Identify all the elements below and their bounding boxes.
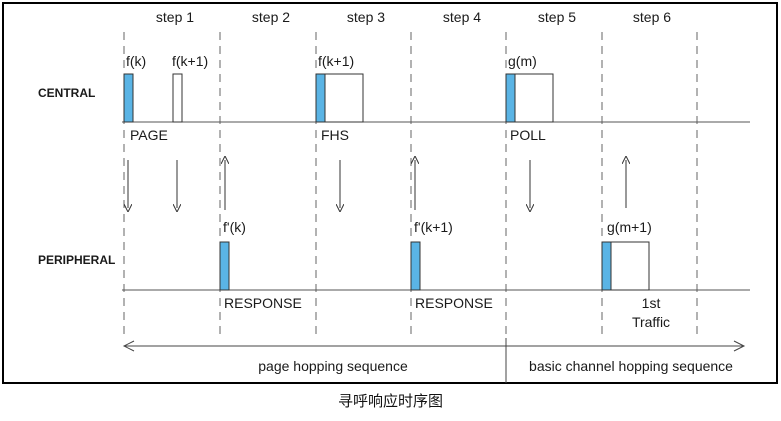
signal-arrows [128, 160, 626, 210]
sequence-span [122, 340, 746, 352]
row-label-peripheral: PERIPHERAL [38, 253, 115, 267]
packet-label-fk: f(k) [126, 53, 146, 69]
packet-label-fpk1: f'(k+1) [414, 219, 453, 235]
basic-hopping-label: basic channel hopping sequence [529, 358, 733, 374]
packet-header-peripheral-fpk1 [410, 241, 421, 291]
step-label-6: step 6 [633, 9, 671, 25]
packet-label-fk1-step3: f(k+1) [318, 53, 354, 69]
message-label-traffic-line1: 1st [642, 295, 661, 311]
row-label-central: CENTRAL [38, 86, 95, 100]
packet-header-central-fhs [315, 73, 326, 123]
packet-body-central-poll [514, 73, 554, 123]
arrow-left-icon [122, 340, 135, 352]
diagram-frame [2, 2, 778, 384]
packet-header-central-fk [123, 73, 134, 123]
packet-box-central-fk1 [172, 73, 183, 123]
packet-header-peripheral-fpk [219, 241, 230, 291]
message-label-response-2: RESPONSE [415, 295, 493, 311]
step-label-4: step 4 [443, 9, 481, 25]
packet-label-gm: g(m) [508, 53, 537, 69]
page-hopping-label: page hopping sequence [258, 358, 408, 374]
packet-body-peripheral-traffic [610, 241, 650, 291]
step-label-1: step 1 [156, 9, 194, 25]
step-label-5: step 5 [538, 9, 576, 25]
packet-label-gm1: g(m+1) [607, 219, 652, 235]
message-label-poll: POLL [510, 127, 546, 143]
packet-header-peripheral-traffic [601, 241, 612, 291]
packet-header-central-poll [505, 73, 516, 123]
packet-label-fpk: f'(k) [223, 219, 246, 235]
packet-body-central-fhs [324, 73, 364, 123]
message-label-fhs: FHS [321, 127, 349, 143]
message-label-traffic-line2: Traffic [632, 314, 670, 330]
packet-label-fk1: f(k+1) [172, 53, 208, 69]
figure-caption: 寻呼响应时序图 [337, 392, 443, 410]
slot-boundaries [123, 32, 698, 340]
step-label-3: step 3 [347, 9, 385, 25]
message-label-page: PAGE [130, 127, 168, 143]
arrow-right-icon [733, 340, 746, 352]
step-label-2: step 2 [252, 9, 290, 25]
message-label-response-1: RESPONSE [224, 295, 302, 311]
